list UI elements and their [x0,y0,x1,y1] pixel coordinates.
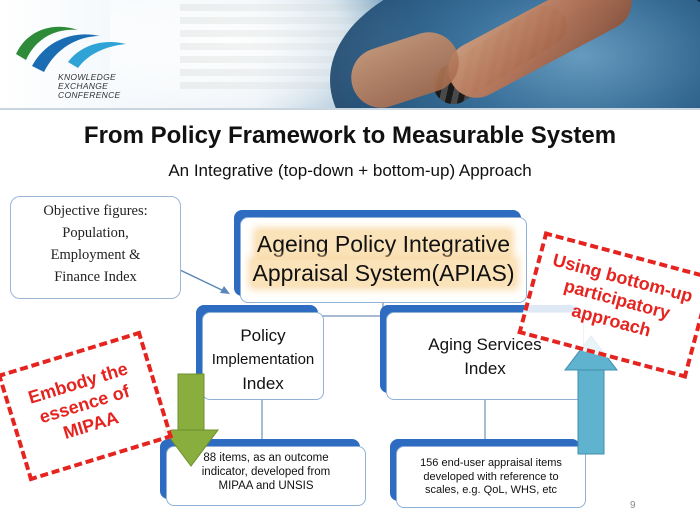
apias-box: Ageing Policy Integrative Appraisal Syst… [240,217,527,303]
kec-swoosh-icon [16,26,126,72]
callout-embody-mipaa: Embody the essence of MIPAA [0,330,174,482]
banner-divider [0,108,700,110]
header-banner [0,0,700,108]
conference-logo: KNOWLEDGE EXCHANGE CONFERENCE [8,16,148,100]
items-88-box: 88 items, as an outcome indicator, devel… [166,446,366,506]
page-number: 9 [630,500,636,511]
items-156-box: 156 end-user appraisal items developed w… [396,446,586,508]
objective-figures-box: Objective figures: Population, Employmen… [10,196,181,299]
logo-text: KNOWLEDGE EXCHANGE CONFERENCE [58,72,121,100]
slide-subtitle: An Integrative (top-down + bottom-up) Ap… [168,161,532,180]
slide-title: From Policy Framework to Measurable Syst… [83,122,617,149]
policy-implementation-box: Policy Implementation Index [202,312,324,400]
